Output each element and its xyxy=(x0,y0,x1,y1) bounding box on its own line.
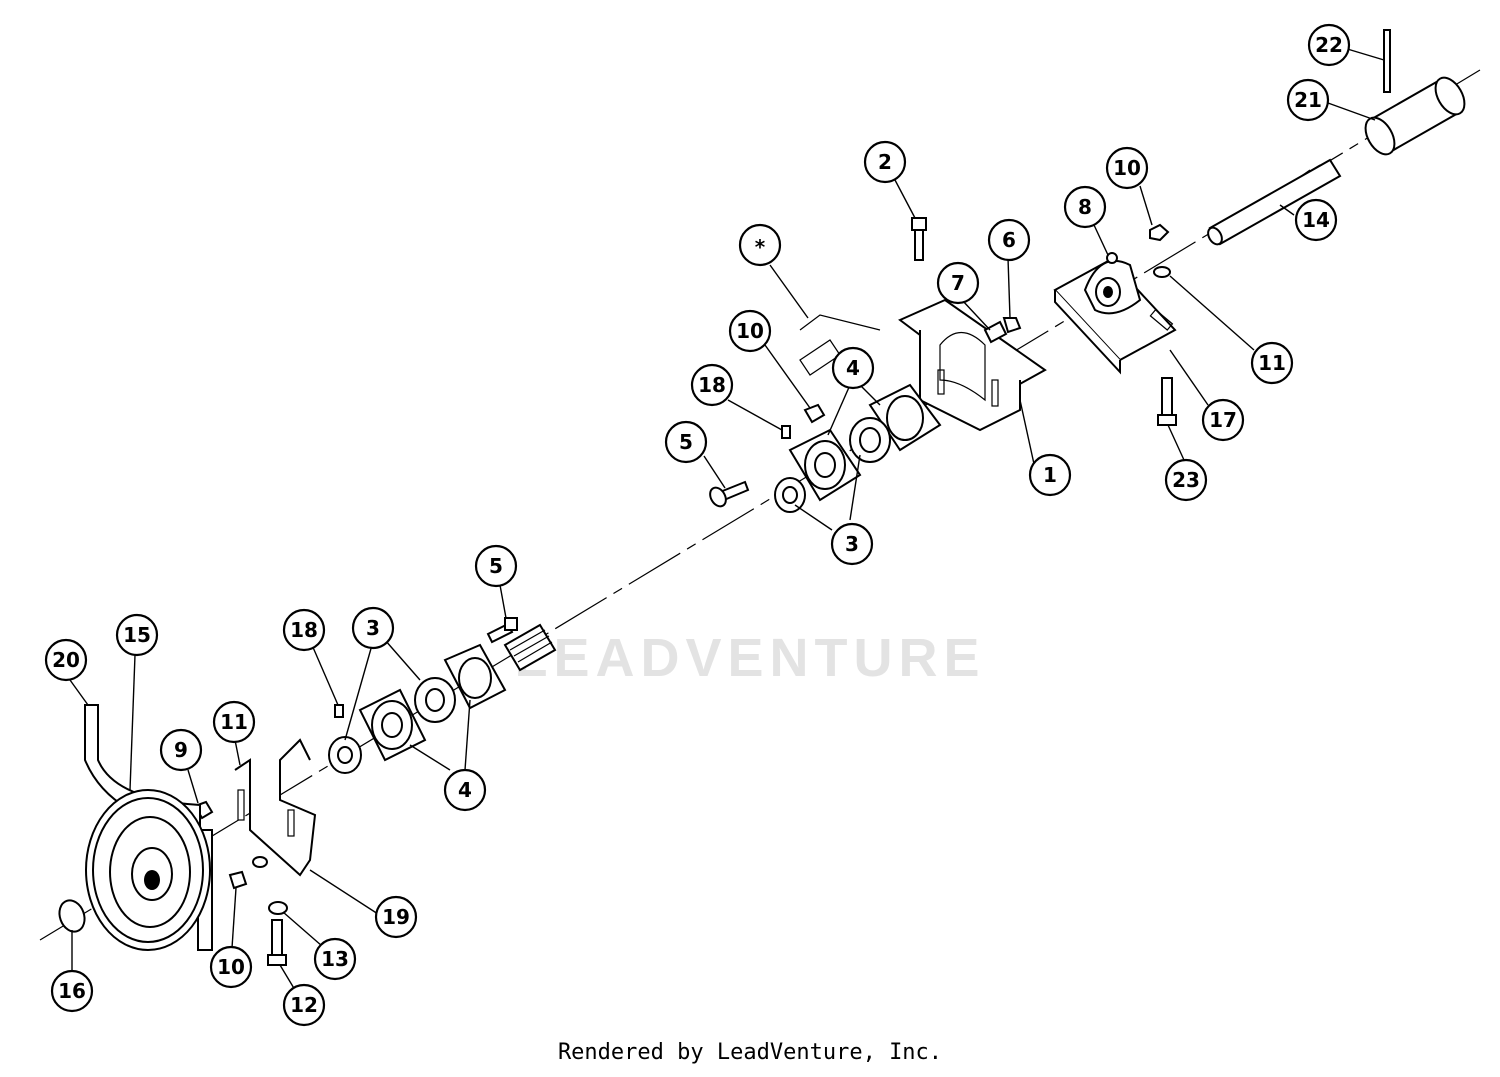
pillow-block-part-17 xyxy=(1053,258,1177,375)
callout-11-top: 11 xyxy=(1250,341,1294,385)
svg-text:1: 1 xyxy=(1043,463,1057,487)
svg-text:3: 3 xyxy=(366,616,380,640)
callout-5-upper: 5 xyxy=(664,420,708,464)
callout-14: 14 xyxy=(1294,198,1338,242)
callout-8: 8 xyxy=(1063,185,1107,229)
coupler-part-21 xyxy=(1364,76,1466,156)
svg-text:6: 6 xyxy=(1002,228,1016,252)
callout-19: 19 xyxy=(374,895,418,939)
callout-7: 7 xyxy=(936,261,980,305)
bolt-part-7 xyxy=(983,320,1008,344)
bolt-part-5-lower xyxy=(486,617,518,644)
svg-text:19: 19 xyxy=(382,905,410,929)
callout-17: 17 xyxy=(1201,398,1245,442)
svg-text:14: 14 xyxy=(1302,208,1330,232)
svg-text:8: 8 xyxy=(1078,195,1092,219)
callout-21: 21 xyxy=(1286,78,1330,122)
washer-part-13 xyxy=(268,901,288,915)
footer-credit: Rendered by LeadVenture, Inc. xyxy=(557,1040,943,1065)
spline-shaft-end xyxy=(503,623,557,672)
svg-text:5: 5 xyxy=(489,554,503,578)
svg-text:18: 18 xyxy=(698,373,726,397)
retaining-ring-part-16 xyxy=(58,899,86,933)
svg-text:10: 10 xyxy=(1113,156,1141,180)
svg-text:23: 23 xyxy=(1172,468,1200,492)
svg-text:20: 20 xyxy=(52,648,80,672)
nut-part-10-top xyxy=(1149,223,1171,278)
callout-13: 13 xyxy=(313,937,357,981)
bolt-part-23 xyxy=(1157,377,1177,426)
callout-18-lower: 18 xyxy=(282,608,326,652)
bolt-part-12 xyxy=(267,919,287,966)
callout-16: 16 xyxy=(50,969,94,1013)
svg-text:4: 4 xyxy=(846,356,860,380)
set-screw-part-18-upper xyxy=(781,403,826,439)
svg-text:10: 10 xyxy=(736,319,764,343)
flange-part-4-upper xyxy=(774,383,942,513)
callout-10-lower: 10 xyxy=(209,945,253,989)
svg-text:7: 7 xyxy=(951,271,965,295)
pin-part-22 xyxy=(1383,29,1391,93)
grease-fitting-part-8 xyxy=(1106,252,1118,264)
svg-text:12: 12 xyxy=(290,993,318,1017)
callout-6: 6 xyxy=(987,218,1031,262)
callout-10-top: 10 xyxy=(1105,146,1149,190)
callout-15: 15 xyxy=(115,613,159,657)
svg-text:22: 22 xyxy=(1315,33,1343,57)
svg-text:3: 3 xyxy=(845,532,859,556)
callout-3-upper: 3 xyxy=(830,522,874,566)
bracket-part-19 xyxy=(234,738,317,877)
svg-text:16: 16 xyxy=(58,979,86,1003)
nut-part-6 xyxy=(1002,317,1022,334)
carriage-bolt-part-5-upper xyxy=(709,480,750,508)
flange-part-4-lower xyxy=(328,643,507,774)
svg-text:2: 2 xyxy=(878,150,892,174)
callout-12: 12 xyxy=(282,983,326,1027)
callouts: 22 21 14 10 8 2 6 7 * 11 17 23 1 10 4 18… xyxy=(44,23,1351,1027)
svg-text:21: 21 xyxy=(1294,88,1322,112)
callout-20: 20 xyxy=(44,638,88,682)
svg-text:18: 18 xyxy=(290,618,318,642)
nut-part-10-lower xyxy=(228,870,248,890)
svg-text:4: 4 xyxy=(458,778,472,802)
callout-1: 1 xyxy=(1028,453,1072,497)
callout-asterisk: * xyxy=(738,223,782,267)
svg-text:9: 9 xyxy=(174,738,188,762)
leader-lines xyxy=(69,47,1385,991)
callout-10-mid: 10 xyxy=(728,309,772,353)
set-screw-part-18-lower xyxy=(334,704,344,718)
svg-text:10: 10 xyxy=(217,955,245,979)
callout-2: 2 xyxy=(863,140,907,184)
watermark-text: LEADVENTURE xyxy=(514,628,985,688)
callout-5-lower: 5 xyxy=(474,544,518,588)
svg-text:15: 15 xyxy=(123,623,151,647)
pulley-part-15 xyxy=(85,789,211,951)
svg-text:11: 11 xyxy=(1258,351,1286,375)
svg-text:*: * xyxy=(755,235,766,259)
svg-text:17: 17 xyxy=(1209,408,1237,432)
shaft-part-14 xyxy=(1207,158,1342,246)
svg-text:5: 5 xyxy=(679,430,693,454)
callout-4-lower: 4 xyxy=(443,768,487,812)
bracket-part-1 xyxy=(898,298,1047,432)
callout-9: 9 xyxy=(159,728,203,772)
svg-text:13: 13 xyxy=(321,947,349,971)
callout-18-upper: 18 xyxy=(690,363,734,407)
callout-3-lower: 3 xyxy=(351,606,395,650)
bolt-part-2 xyxy=(911,217,927,261)
callout-11-lower: 11 xyxy=(212,700,256,744)
callout-22: 22 xyxy=(1307,23,1351,67)
svg-text:11: 11 xyxy=(220,710,248,734)
callout-4-upper: 4 xyxy=(831,346,875,390)
callout-23: 23 xyxy=(1164,458,1208,502)
